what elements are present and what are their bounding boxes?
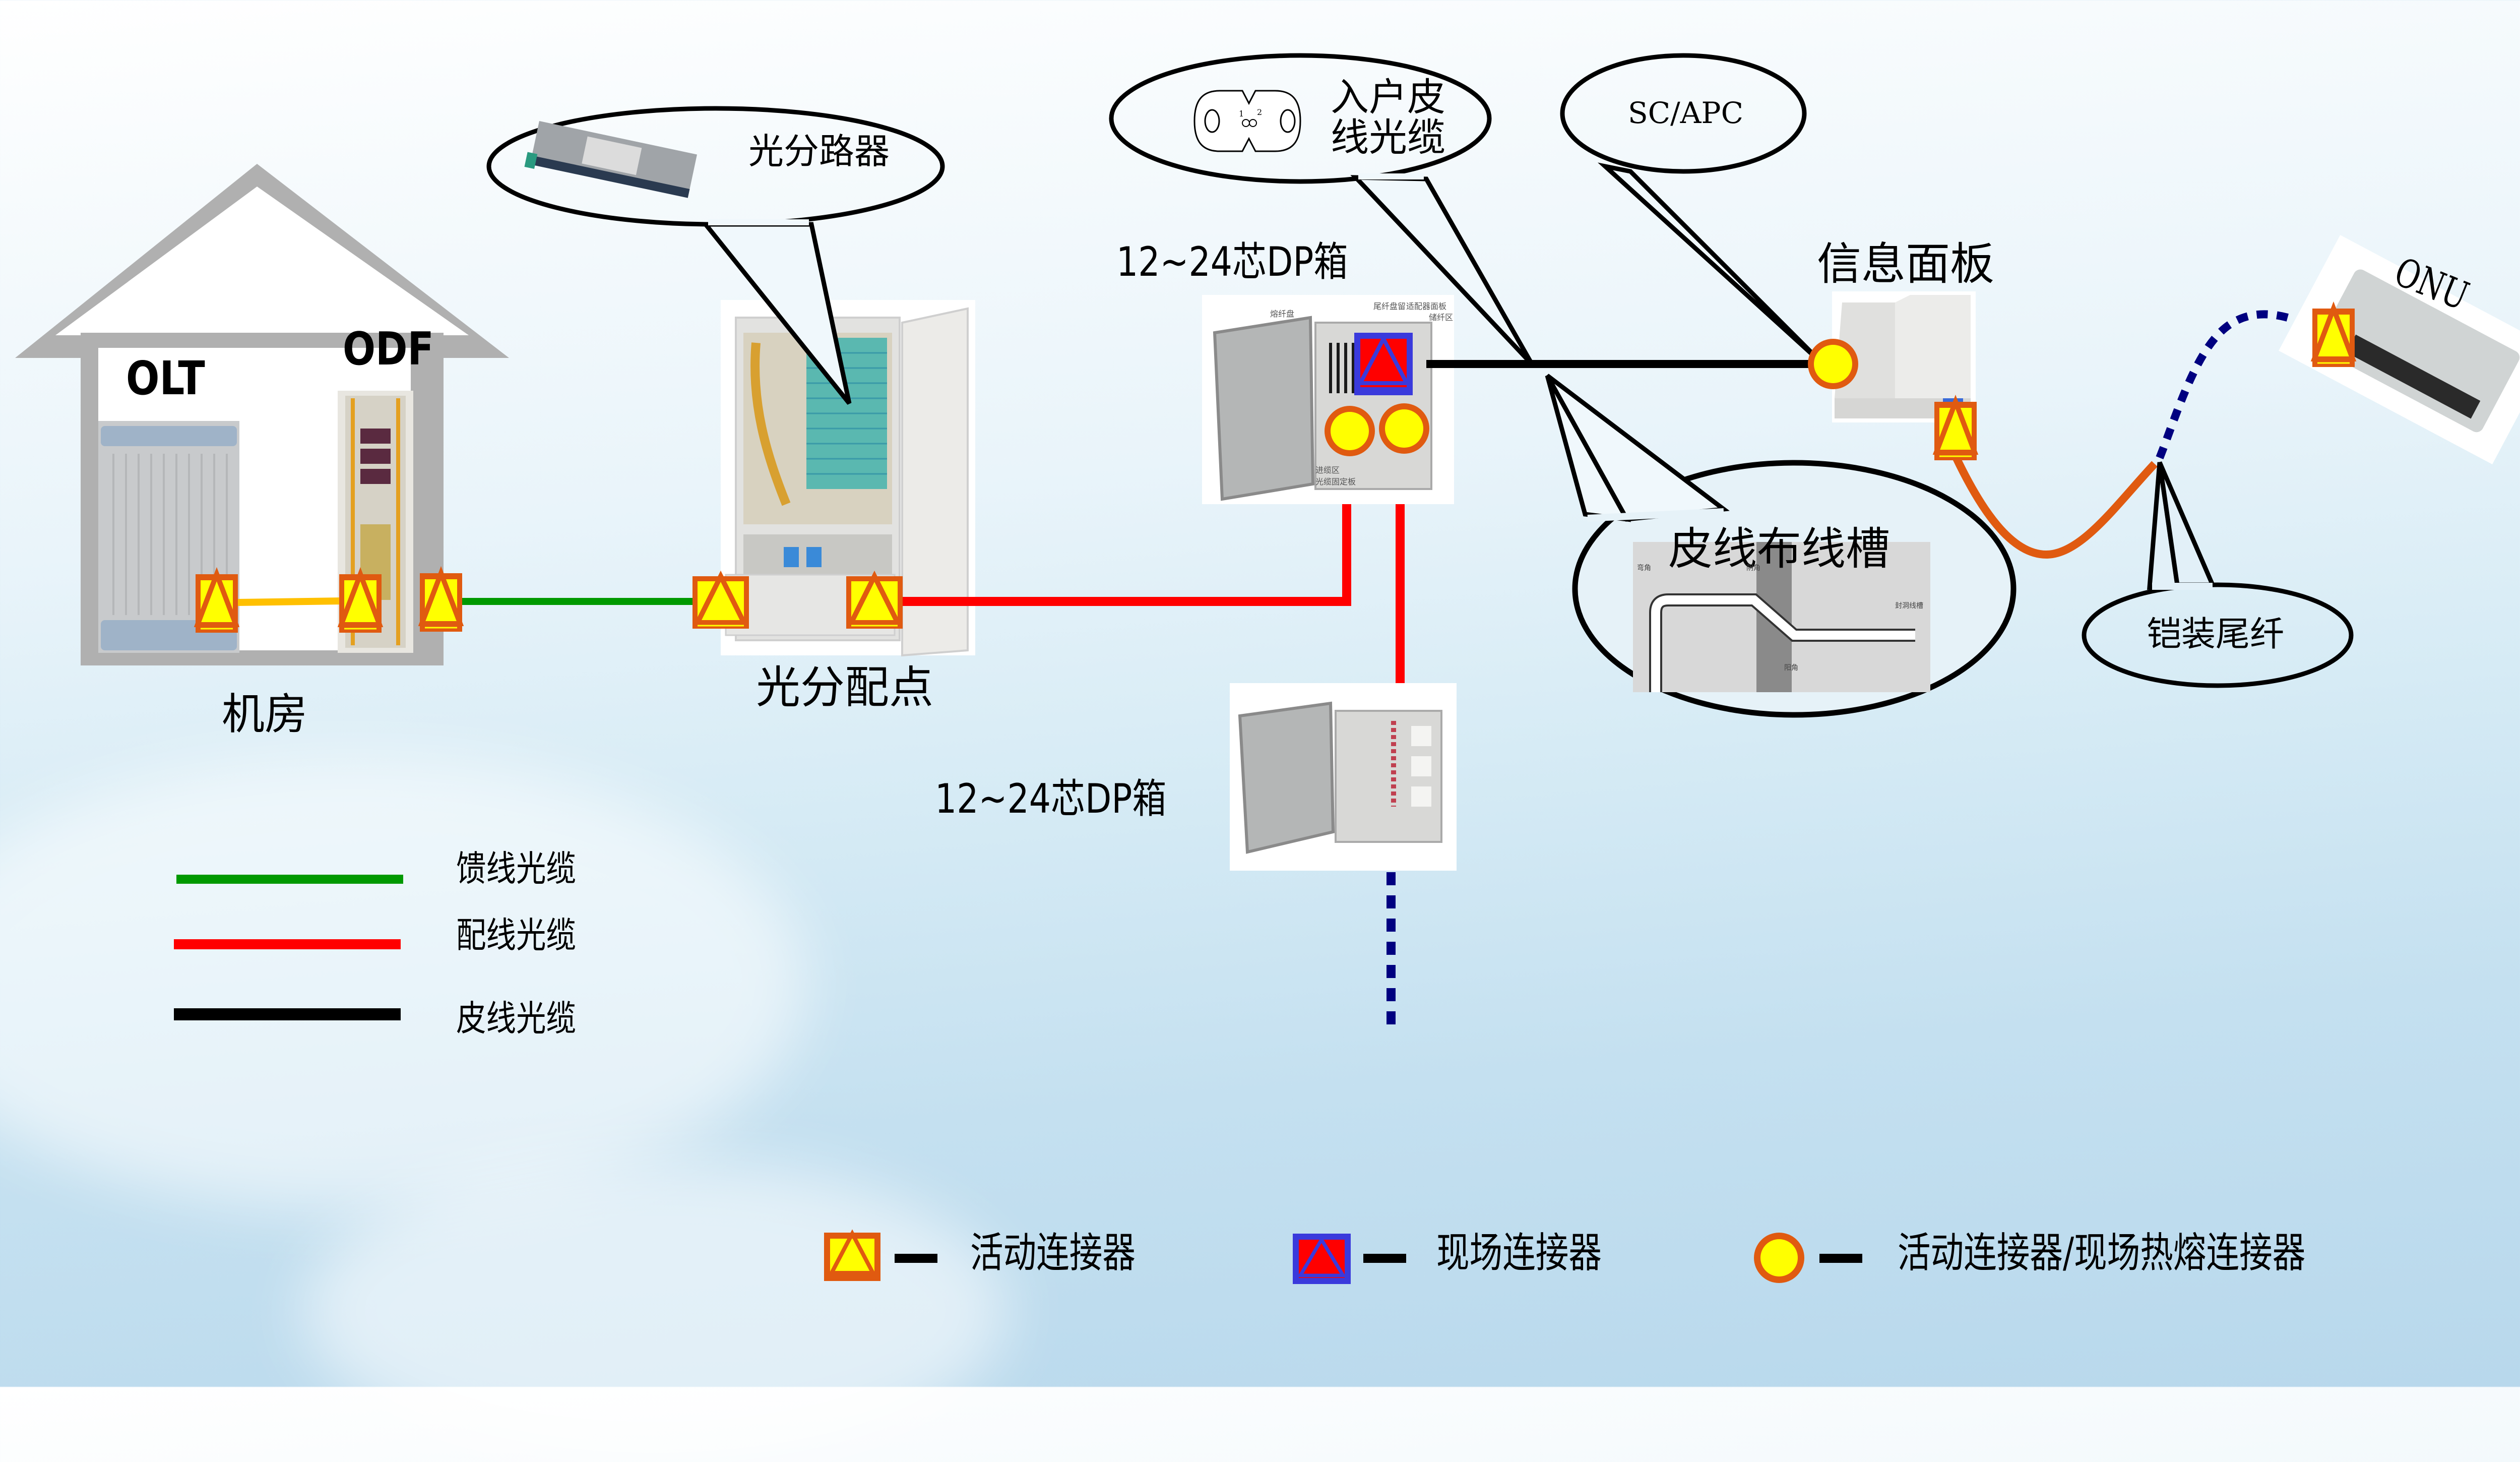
callout-drop-cable-line2: 线光缆 <box>1331 115 1445 160</box>
legend-drop-label: 皮线光缆 <box>456 998 576 1039</box>
background-cloud <box>0 756 806 1210</box>
splitter-point-label: 光分配点 <box>756 661 934 713</box>
dp-box-secondary-photo <box>1230 683 1457 871</box>
active-connector-icon <box>2312 309 2355 367</box>
patch-cord <box>236 597 343 606</box>
callout-drop-cable <box>1109 53 1534 367</box>
armored-pigtail <box>1951 454 2158 559</box>
info-panel-label: 信息面板 <box>1817 238 1995 290</box>
callout-sc-apc-text: SC/APC <box>1628 96 1743 130</box>
legend-fusion-connector-label: 活动连接器/现场热熔连接器 <box>1898 1229 2306 1277</box>
legend-symbol-active-connector <box>824 1229 880 1281</box>
machine-room-label: 机房 <box>222 690 308 740</box>
callout-armored-pigtail-text: 铠装尾纤 <box>2147 615 2285 654</box>
trough-annotation: 阳角 <box>1784 664 1798 672</box>
active-connector-icon <box>196 574 238 633</box>
legend-line-distribution <box>174 939 401 949</box>
legend-line-drop <box>174 1008 401 1020</box>
dp-annotation: 适配器面板 <box>1406 301 1447 311</box>
splitter-cabinet <box>721 300 975 657</box>
fusion-connector-icon <box>1808 339 1858 389</box>
active-connector-icon <box>1934 402 1977 460</box>
dp-annotation: 光缆固定板 <box>1315 477 1356 486</box>
legend-active-connector-label: 活动连接器 <box>970 1229 1136 1277</box>
trough-annotation: 弯角 <box>1637 564 1651 572</box>
callout-splitter-text: 光分路器 <box>748 131 890 172</box>
active-connector-icon <box>692 576 749 629</box>
callout-wiring-trough-text: 皮线布线槽 <box>1668 523 1891 575</box>
active-connector-icon <box>339 574 382 633</box>
active-connector-icon <box>420 573 462 632</box>
odf-label: ODF <box>343 323 434 376</box>
legend-line-feeder <box>176 875 403 884</box>
legend-feeder-label: 馈线光缆 <box>456 848 576 889</box>
legend-distribution-label: 配线光缆 <box>456 915 576 956</box>
legend-symbol-fusion-connector <box>1754 1233 1804 1283</box>
legend-dash <box>895 1254 937 1263</box>
active-connector-icon <box>846 576 903 629</box>
dp-annotation: 进缆区 <box>1315 465 1340 475</box>
dp-box-secondary-label: 12~24芯DP箱 <box>935 775 1167 822</box>
fusion-connector-icon <box>1325 406 1375 456</box>
ftth-diagram <box>15 53 2520 1284</box>
legend-dash <box>1819 1254 1862 1263</box>
callout-armored-pigtail <box>2082 461 2354 688</box>
olt-label: OLT <box>126 351 205 405</box>
trough-annotation: 封洞线槽 <box>1895 602 1923 610</box>
callout-splitter <box>486 106 945 405</box>
legend-dash <box>1363 1254 1406 1263</box>
dp-annotation: 储纤区 <box>1429 313 1454 322</box>
dp-box-main-label: 12~24芯DP箱 <box>1116 238 1348 285</box>
trough-annotation: 阴角 <box>1746 564 1760 572</box>
fiber-number-2: 2 <box>1257 107 1263 117</box>
dp-annotation: 尾纤盘留 <box>1373 301 1406 311</box>
callout-drop-cable-line1: 入户皮 <box>1331 75 1445 119</box>
callout-sc-apc <box>1560 53 1826 368</box>
legend-symbol-field-connector <box>1293 1234 1351 1284</box>
field-connector-icon <box>1354 333 1413 395</box>
indoor-fiber-dotted <box>2156 310 2315 459</box>
legend-field-connector-label: 现场连接器 <box>1436 1229 1602 1277</box>
onu-photo <box>2279 235 2520 464</box>
fusion-connector-icon <box>1379 403 1429 454</box>
dp-annotation: 熔纤盘 <box>1270 309 1295 319</box>
callout-wiring-trough <box>1545 374 2017 718</box>
fiber-number-1: 1 <box>1239 109 1244 118</box>
